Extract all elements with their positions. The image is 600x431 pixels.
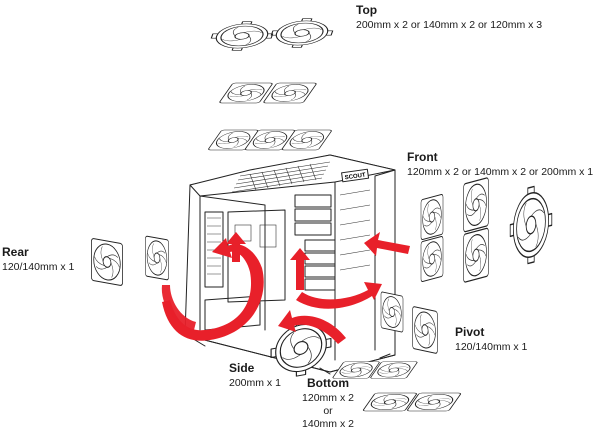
label-front-title: Front (407, 150, 438, 164)
label-rear-title: Rear (2, 245, 29, 259)
label-rear: Rear 120/140mm x 1 (2, 246, 74, 274)
front-fan-200mm (509, 180, 553, 270)
label-side-spec: 200mm x 1 (229, 377, 281, 389)
bottom-intake-arrow (278, 310, 346, 344)
label-top-spec: 200mm x 2 or 140mm x 2 or 120mm x 3 (356, 19, 543, 31)
rear-fan-120mm (144, 235, 170, 281)
label-pivot: Pivot 120/140mm x 1 (455, 326, 527, 354)
bottom-fan-140mm-pair (362, 392, 462, 412)
label-bottom-or: or (323, 405, 333, 417)
top-fan-200mm-left (206, 21, 278, 51)
label-rear-spec: 120/140mm x 1 (2, 261, 75, 273)
rear-fan-140mm (90, 237, 124, 287)
front-fan-120mm-pair (420, 193, 444, 283)
rear-up-arrow (226, 232, 246, 262)
label-pivot-title: Pivot (455, 325, 485, 339)
label-side: Side 200mm x 1 (229, 362, 281, 390)
top-grille (231, 161, 331, 193)
label-bottom: Bottom 120mm x 2 or 140mm x 2 (296, 377, 360, 431)
label-pivot-spec: 120/140mm x 1 (455, 341, 528, 353)
label-front: Front 120mm x 2 or 140mm x 2 or 200mm x … (407, 151, 593, 179)
label-bottom-title: Bottom (307, 376, 349, 390)
rear-intake-stripes (161, 285, 196, 330)
label-bottom-spec1: 120mm x 2 (302, 392, 354, 404)
top-fan-200mm-right (266, 18, 338, 48)
top-fan-120mm-triple (207, 129, 333, 151)
top-fan-140mm-pair (218, 82, 318, 104)
airflow-arrows (161, 232, 410, 344)
drive-bays (294, 189, 371, 291)
label-top: Top 200mm x 2 or 140mm x 2 or 120mm x 3 (356, 4, 542, 32)
center-up-arrow (290, 248, 310, 290)
pivot-fan-140mm (412, 305, 438, 355)
front-fan-140mm-pair (462, 176, 490, 284)
label-top-title: Top (356, 3, 378, 17)
label-side-title: Side (229, 361, 255, 375)
front-arrow (364, 232, 410, 256)
front-intake-arrow (296, 282, 382, 309)
pivot-fan-120mm (380, 291, 404, 333)
label-bottom-spec2: 140mm x 2 (302, 418, 354, 430)
label-front-spec: 120mm x 2 or 140mm x 2 or 200mm x 1 (407, 166, 594, 178)
case-badge: SCOUT (344, 173, 366, 182)
